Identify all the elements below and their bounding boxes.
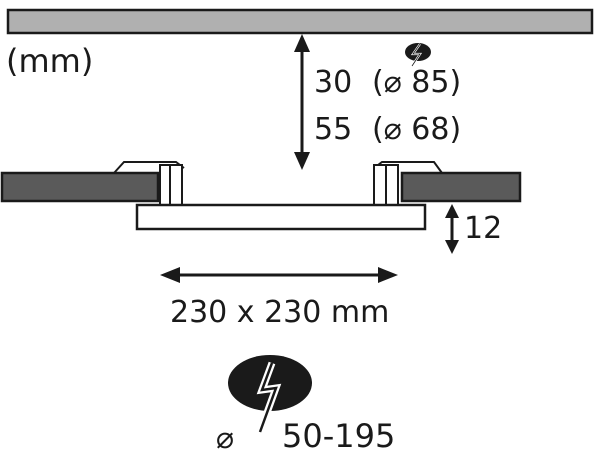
hole-diameter-1: (⌀ 85) (372, 65, 462, 100)
ceiling-board-left (0, 171, 160, 203)
hole-diameter-2: (⌀ 68) (372, 112, 462, 147)
depth-value-1: 30 (314, 65, 353, 100)
cutout-diameter-symbol: ⌀ (216, 421, 235, 456)
ceiling-slab (6, 8, 594, 35)
units-label: (mm) (6, 42, 94, 80)
depth-value-2: 55 (314, 112, 353, 147)
ceiling-board-right (400, 171, 522, 203)
panel-height-label: 12 (464, 211, 503, 246)
small-electrical-hazard-icon (405, 43, 431, 67)
led-panel (135, 203, 427, 231)
cutout-range-label: 50-195 (282, 417, 396, 455)
installation-depth-arrow (294, 34, 310, 170)
spring-clip-left (113, 161, 185, 206)
panel-size-label: 230 x 230 mm (170, 295, 390, 330)
panel-height-arrow (445, 204, 459, 254)
spring-clip-right (373, 161, 443, 206)
panel-width-arrow (160, 267, 398, 283)
electrical-hazard-icon (228, 355, 312, 434)
